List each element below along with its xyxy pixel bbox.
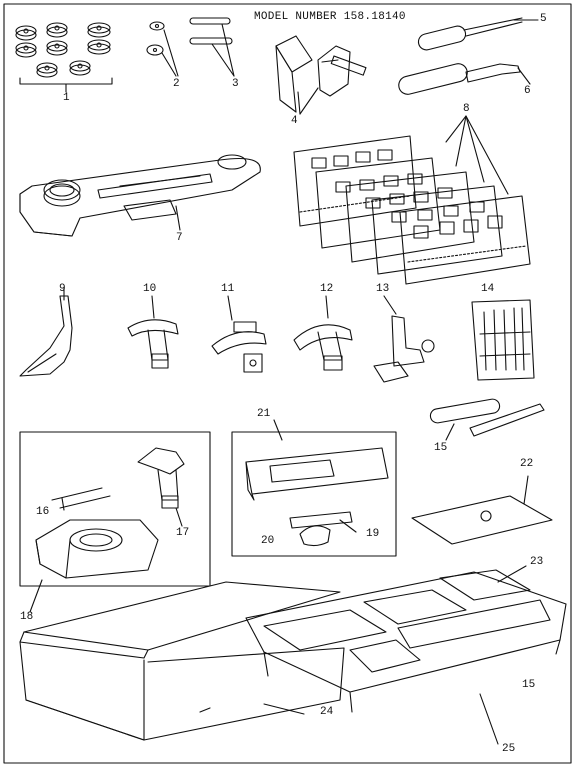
callout-12: 12 <box>320 283 334 295</box>
screwdrivers-illustration <box>398 17 539 95</box>
callout-2: 2 <box>173 78 180 90</box>
callout-5: 5 <box>540 13 547 25</box>
pattern-cams-illustration <box>293 115 531 285</box>
callout-7: 7 <box>176 232 183 244</box>
presser-foot-11-illustration <box>211 295 267 373</box>
buttonhole-kit-box <box>19 431 211 613</box>
stitch-pattern-cam-illustration <box>19 154 261 237</box>
callout-17: 17 <box>176 527 190 539</box>
washers-illustration <box>146 21 179 77</box>
callout-10: 10 <box>143 283 157 295</box>
callout-4: 4 <box>291 115 298 127</box>
callout-9: 9 <box>59 283 66 295</box>
model-number-title: MODEL NUMBER 158.18140 <box>254 11 406 23</box>
tool-15-illustration <box>429 398 545 441</box>
spool-pins-illustration <box>189 17 235 77</box>
instruction-booklet-illustration <box>275 35 367 115</box>
presser-foot-10-illustration <box>127 295 179 369</box>
callout-18: 18 <box>20 611 34 623</box>
callout-19: 19 <box>366 528 380 540</box>
callout-25: 25 <box>502 743 516 755</box>
buttonhole-attachment-illustration <box>373 295 435 383</box>
callout-15: 15 <box>434 442 448 454</box>
callout-11: 11 <box>221 283 235 295</box>
callout-6: 6 <box>524 85 531 97</box>
callout-8: 8 <box>463 103 470 115</box>
callout-14: 14 <box>481 283 495 295</box>
callout-20: 20 <box>261 535 275 547</box>
zipper-foot-illustration <box>19 287 73 377</box>
callout-13: 13 <box>376 283 390 295</box>
accessory-case-illustration <box>19 565 567 745</box>
page-number: 15 <box>522 679 536 691</box>
cam-case-kit-box <box>231 419 397 557</box>
callout-24: 24 <box>320 706 334 718</box>
bobbins-illustration <box>15 22 113 93</box>
throat-plate-illustration <box>411 475 553 545</box>
diagram-border <box>3 3 572 764</box>
callout-3: 3 <box>232 78 239 90</box>
callout-22: 22 <box>520 458 534 470</box>
presser-foot-12-illustration <box>293 295 353 371</box>
callout-16: 16 <box>36 506 50 518</box>
needle-pack-illustration <box>471 299 535 381</box>
callout-23: 23 <box>530 556 544 568</box>
callout-1: 1 <box>63 92 70 104</box>
callout-21: 21 <box>257 408 271 420</box>
